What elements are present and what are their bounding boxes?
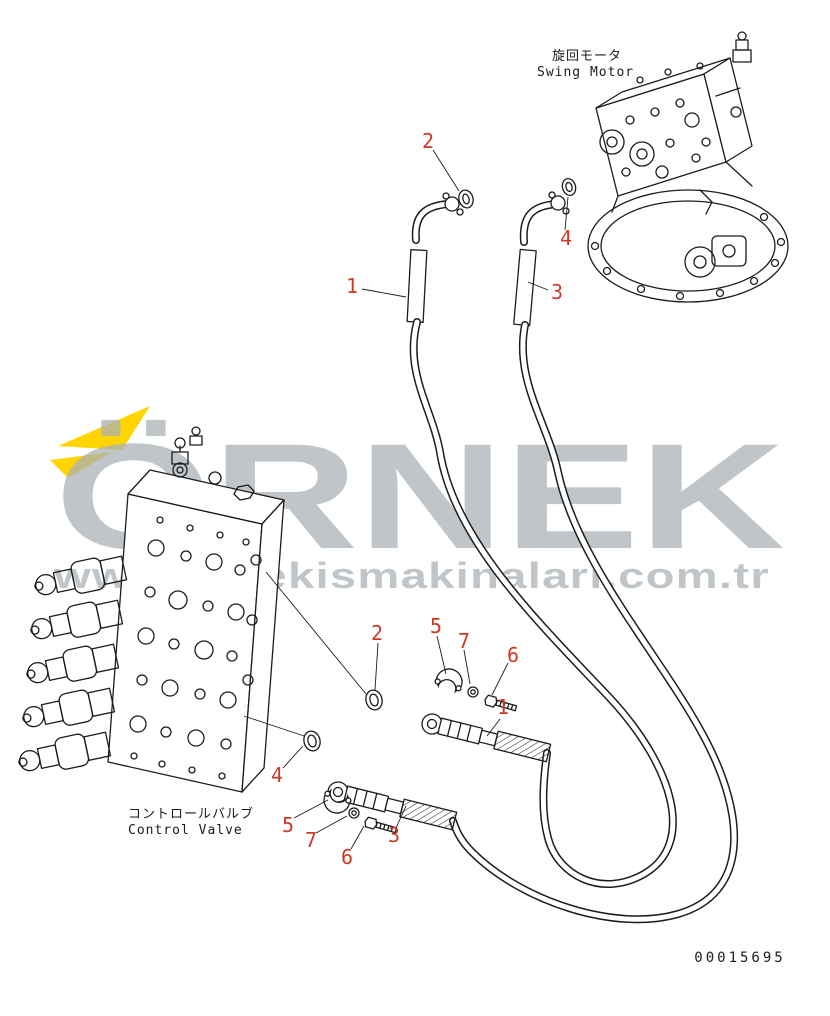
bottom-fittings: [243, 177, 577, 836]
flange-clamp-upper: [433, 664, 467, 694]
callout-4-top: 4: [560, 226, 572, 250]
swing-motor-figure: [587, 31, 789, 303]
watermark-accent-triangle: [58, 406, 150, 450]
component-labels: 旋回モータ Swing Motor コントロールバルブ Control Valv…: [128, 49, 634, 838]
swing-motor-label-en: Swing Motor: [537, 65, 634, 80]
hose3-elbow-fitting: [519, 191, 570, 246]
callout-3-top: 3: [551, 280, 563, 304]
hose3-sleeve: [513, 248, 537, 327]
hose1-sleeve: [406, 248, 428, 324]
callout-6-upper: 6: [507, 643, 519, 667]
callout-1-bottom: 1: [497, 695, 509, 719]
o-ring-top-2: [458, 189, 474, 209]
o-ring-bottom-2: [365, 689, 383, 711]
callout-3-bottom: 3: [388, 823, 400, 847]
hose1-end-fitting: [419, 711, 552, 764]
hose-lines: [406, 191, 739, 924]
washer-upper: [467, 686, 479, 698]
leader-lines: [282, 149, 569, 850]
hose1-elbow-fitting: [411, 192, 464, 244]
o-ring-top-4: [561, 177, 577, 197]
control-valve-label-jp: コントロールバルブ: [128, 806, 254, 822]
swing-motor-label-jp: 旋回モータ: [552, 49, 622, 64]
o-ring-bottom-4: [303, 730, 321, 752]
callout-6-lower: 6: [341, 845, 353, 869]
callout-2-bottom: 2: [371, 621, 383, 645]
control-valve-label-en: Control Valve: [128, 823, 243, 838]
callout-numbers: 2 4 1 3 2 5 7 6 1 4 5 7 6 3: [271, 129, 572, 869]
callout-1-top: 1: [346, 274, 358, 298]
watermark-accent-triangle-small: [50, 452, 112, 478]
callout-7-upper: 7: [458, 629, 470, 653]
callout-4-bottom: 4: [271, 763, 283, 787]
document-number: 00015695: [694, 950, 785, 966]
callout-5-lower: 5: [282, 813, 294, 837]
washer-lower: [348, 807, 360, 819]
callout-5-upper: 5: [430, 614, 442, 638]
callout-2-top: 2: [422, 129, 434, 153]
callout-7-lower: 7: [305, 828, 317, 852]
